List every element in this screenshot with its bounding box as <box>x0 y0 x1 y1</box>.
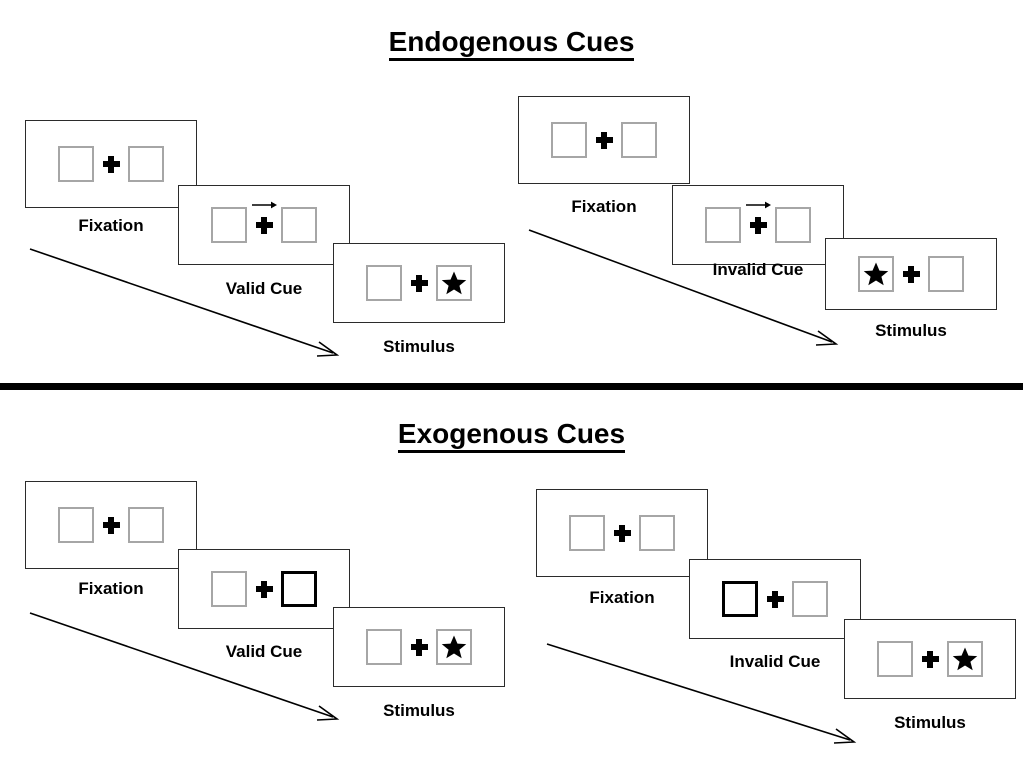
placeholder-box-left <box>877 641 913 677</box>
frame-exogenous-invalid-fixation <box>536 489 708 577</box>
fixation-cross-icon <box>913 650 947 668</box>
fixation-cross-icon <box>741 201 775 234</box>
placeholder-box-left <box>366 629 402 665</box>
frame-content <box>58 146 164 182</box>
fixation-cross-icon <box>758 590 792 608</box>
placeholder-box-right <box>436 265 472 301</box>
caption-exogenous-invalid-cue: Invalid Cue <box>729 652 821 671</box>
frame-endogenous-invalid-stimulus <box>825 238 997 310</box>
section-title-endogenous-text: Endogenous Cues <box>388 26 635 61</box>
star-icon <box>441 635 467 659</box>
fixation-cross-icon <box>247 580 281 598</box>
arrow-right-icon <box>746 201 771 208</box>
frame-content <box>366 629 472 665</box>
frame-endogenous-valid-cue <box>178 185 350 265</box>
caption-endogenous-valid-cue: Valid Cue <box>225 279 303 298</box>
placeholder-box-right-cued <box>281 571 317 607</box>
caption-exogenous-valid-fixation: Fixation <box>78 579 144 598</box>
section-title-exogenous-text: Exogenous Cues <box>397 418 626 453</box>
placeholder-box-left <box>211 207 247 243</box>
placeholder-box-left <box>58 146 94 182</box>
frame-content <box>211 201 317 243</box>
frame-exogenous-valid-cue <box>178 549 350 629</box>
placeholder-box-right <box>128 146 164 182</box>
frame-content <box>877 641 983 677</box>
fixation-cross-icon <box>94 155 128 173</box>
fixation-cross-icon <box>402 274 436 292</box>
caption-endogenous-invalid-cue: Invalid Cue <box>712 260 804 279</box>
frame-exogenous-invalid-cue <box>689 559 861 639</box>
frame-content <box>722 581 828 617</box>
frame-exogenous-invalid-stimulus <box>844 619 1016 699</box>
frame-exogenous-valid-fixation <box>25 481 197 569</box>
frame-content <box>366 265 472 301</box>
caption-endogenous-invalid-fixation: Fixation <box>571 197 637 216</box>
frame-content <box>858 256 964 292</box>
placeholder-box-left <box>366 265 402 301</box>
placeholder-box-right <box>947 641 983 677</box>
fixation-cross-icon <box>247 201 281 234</box>
caption-exogenous-invalid-stimulus: Stimulus <box>894 713 966 732</box>
placeholder-box-right <box>621 122 657 158</box>
placeholder-box-right <box>128 507 164 543</box>
frame-endogenous-valid-stimulus <box>333 243 505 323</box>
placeholder-box-right <box>928 256 964 292</box>
placeholder-box-right <box>775 207 811 243</box>
placeholder-box-right <box>792 581 828 617</box>
frame-content <box>58 507 164 543</box>
section-divider <box>0 383 1023 390</box>
fixation-cross-icon <box>894 265 928 283</box>
star-icon <box>441 271 467 295</box>
placeholder-box-right <box>281 207 317 243</box>
placeholder-box-left <box>58 507 94 543</box>
caption-exogenous-invalid-fixation: Fixation <box>589 588 655 607</box>
caption-endogenous-valid-fixation: Fixation <box>78 216 144 235</box>
frame-endogenous-invalid-cue <box>672 185 844 265</box>
frame-exogenous-valid-stimulus <box>333 607 505 687</box>
section-title-exogenous: Exogenous Cues <box>0 418 1023 453</box>
fixation-cross-icon <box>402 638 436 656</box>
placeholder-box-left <box>551 122 587 158</box>
frame-content <box>211 571 317 607</box>
frame-endogenous-valid-fixation <box>25 120 197 208</box>
section-title-endogenous: Endogenous Cues <box>0 26 1023 61</box>
star-icon <box>863 262 889 286</box>
caption-exogenous-valid-cue: Valid Cue <box>225 642 303 661</box>
caption-endogenous-valid-stimulus: Stimulus <box>383 337 455 356</box>
frame-content <box>551 122 657 158</box>
frame-endogenous-invalid-fixation <box>518 96 690 184</box>
fixation-cross-icon <box>605 524 639 542</box>
fixation-cross-icon <box>94 516 128 534</box>
frame-content <box>569 515 675 551</box>
placeholder-box-left <box>211 571 247 607</box>
fixation-cross-icon <box>587 131 621 149</box>
frame-content <box>705 201 811 243</box>
star-icon <box>952 647 978 671</box>
placeholder-box-left <box>858 256 894 292</box>
arrow-right-icon <box>252 201 277 208</box>
placeholder-box-left <box>569 515 605 551</box>
placeholder-box-right <box>639 515 675 551</box>
caption-exogenous-valid-stimulus: Stimulus <box>383 701 455 720</box>
placeholder-box-left-cued <box>722 581 758 617</box>
caption-endogenous-invalid-stimulus: Stimulus <box>875 321 947 340</box>
placeholder-box-right <box>436 629 472 665</box>
placeholder-box-left <box>705 207 741 243</box>
